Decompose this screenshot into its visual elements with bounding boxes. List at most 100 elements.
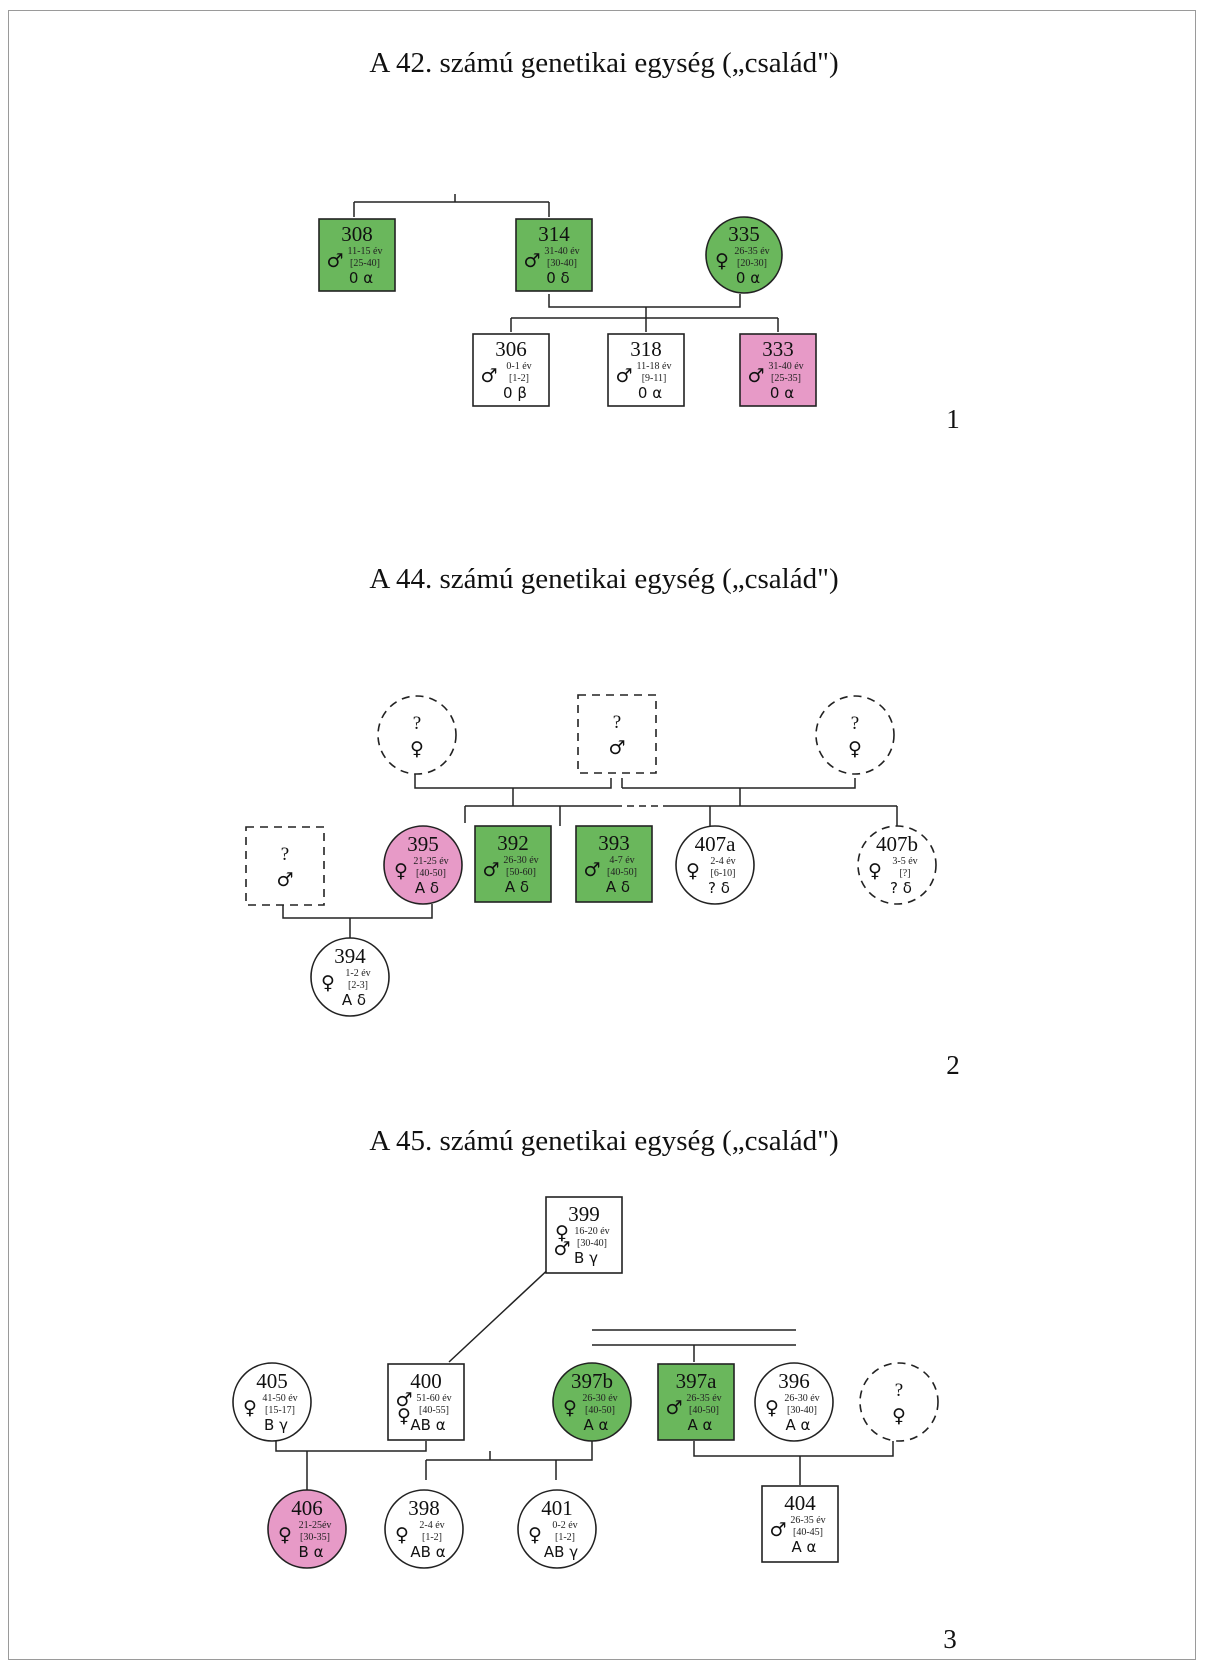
male-square <box>318 218 396 292</box>
age-range: 2-4 év <box>419 1520 444 1531</box>
unit1-connectors <box>353 194 779 332</box>
age-range: 4-7 év <box>609 855 634 866</box>
estimated-range: [?] <box>899 868 910 879</box>
age-range: 3-5 év <box>892 856 917 867</box>
estimated-range: [1-2] <box>422 1532 442 1543</box>
individual-308: 308♂11-15 év[25-40]0 α <box>318 218 396 292</box>
male-square <box>545 1196 623 1274</box>
individual-unknown: ?♀ <box>859 1362 939 1442</box>
estimated-range: [25-35] <box>771 373 801 384</box>
individual-395: 395♀21-25 év[40-50]A δ <box>383 825 463 905</box>
blood-code: ? δ <box>708 879 730 897</box>
individual-id: 314 <box>538 222 570 246</box>
individual-id: 335 <box>728 222 760 246</box>
male-square <box>761 1485 839 1563</box>
age-range: 31-40 év <box>768 361 803 372</box>
estimated-range: [30-40] <box>787 1405 817 1416</box>
female-symbol-icon: ♀ <box>715 250 729 272</box>
individual-333: 333♂31-40 év[25-35]0 α <box>739 333 817 407</box>
individual-396: 396♀26-30 év[30-40]A α <box>754 1362 834 1442</box>
individual-318: 318♂11-18 év[9-11]0 α <box>607 333 685 407</box>
male-square <box>472 333 550 407</box>
age-range: 26-35 év <box>734 246 769 257</box>
male-symbol-icon: ♂ <box>769 1519 786 1541</box>
estimated-range: [30-40] <box>577 1238 607 1249</box>
individual-id: 392 <box>497 831 529 855</box>
unit-title-42: A 42. számú genetikai egység („család") <box>369 47 838 79</box>
individual-id: 398 <box>408 1496 440 1520</box>
female-symbol-icon: ♀ <box>686 860 700 882</box>
female-circle <box>857 825 937 905</box>
unit3-connectors <box>275 1235 894 1490</box>
blood-code: A α <box>786 1416 811 1434</box>
blood-code: B γ <box>264 1416 288 1434</box>
individual-id: 405 <box>256 1369 288 1393</box>
female-circle <box>310 937 390 1017</box>
individual-id: 397b <box>571 1369 613 1393</box>
blood-code: A α <box>688 1416 713 1434</box>
individual-id: 395 <box>407 832 439 856</box>
male-square <box>515 218 593 292</box>
estimated-range: [15-17] <box>265 1405 295 1416</box>
blood-code: 0 β <box>503 384 527 402</box>
blood-code: 0 α <box>770 384 794 402</box>
unknown-id: ? <box>895 1380 903 1401</box>
male-symbol-icon: ♂ <box>326 250 343 272</box>
individual-399: 399♀♂16-20 év[30-40]B γ <box>545 1196 623 1274</box>
male-square <box>575 825 653 903</box>
estimated-range: [20-30] <box>737 258 767 269</box>
unknown-id: ? <box>851 713 859 734</box>
individual-392: 392♂26-30 év[50-60]A δ <box>474 825 552 903</box>
female-circle <box>859 1362 939 1442</box>
individual-id: 407a <box>695 832 737 856</box>
unknown-id: ? <box>413 713 421 734</box>
female-symbol-icon: ♀ <box>397 1405 411 1427</box>
individual-405: 405 ♀ 41-50 év[15-17]B γ <box>232 1362 312 1442</box>
female-symbol-icon: ♀ <box>848 738 862 760</box>
male-symbol-icon: ♂ <box>523 250 540 272</box>
estimated-range: [6-10] <box>711 868 736 879</box>
individual-397a: 397a♂26-35 év[40-50]A α <box>657 1363 735 1441</box>
estimated-range: [40-50] <box>607 867 637 878</box>
age-range: 2-4 év <box>710 856 735 867</box>
unit-title-44: A 44. számú genetikai egység („család") <box>369 563 838 595</box>
individual-406: 406♀21-25év[30-35]B α <box>267 1489 347 1569</box>
age-range: 21-25 év <box>413 856 448 867</box>
individual-id: 306 <box>495 337 527 361</box>
female-symbol-icon: ♀ <box>243 1397 257 1419</box>
male-square <box>739 333 817 407</box>
male-square <box>387 1363 465 1441</box>
male-square <box>657 1363 735 1441</box>
estimated-range: [40-45] <box>793 1527 823 1538</box>
individual-id: 399 <box>568 1202 600 1226</box>
male-square <box>245 826 325 906</box>
blood-code: B γ <box>574 1249 598 1267</box>
individual-398: 398 ♀ 2-4 év[1-2]AB α <box>384 1489 464 1569</box>
individual-id: 400 <box>410 1369 442 1393</box>
female-symbol-icon: ♀ <box>395 1524 409 1546</box>
age-range: 11-15 év <box>348 246 383 257</box>
estimated-range: [40-50] <box>689 1405 719 1416</box>
blood-code: 0 α <box>736 269 760 287</box>
age-range: 41-50 év <box>262 1393 297 1404</box>
blood-code: 0 δ <box>546 269 570 287</box>
male-square <box>577 694 657 774</box>
individual-unknown: ?♂ <box>577 694 657 774</box>
age-range: 26-35 év <box>790 1515 825 1526</box>
individual-id: 407b <box>876 832 918 856</box>
individual-306: 306♂0-1 év[1-2]0 β <box>472 333 550 407</box>
unit-title-45: A 45. számú genetikai egység („család") <box>369 1125 838 1157</box>
page-frame <box>8 10 1196 1660</box>
female-symbol-icon: ♀ <box>868 860 882 882</box>
male-symbol-icon: ♂ <box>276 869 293 891</box>
figure-number-1: 1 <box>946 404 960 434</box>
female-circle <box>517 1489 597 1569</box>
blood-code: A δ <box>606 878 630 896</box>
estimated-range: [40-50] <box>416 868 446 879</box>
blood-code: 0 α <box>638 384 662 402</box>
blood-code: AB γ <box>544 1543 578 1561</box>
blood-code: AB α <box>410 1543 445 1561</box>
unknown-id: ? <box>613 712 621 733</box>
